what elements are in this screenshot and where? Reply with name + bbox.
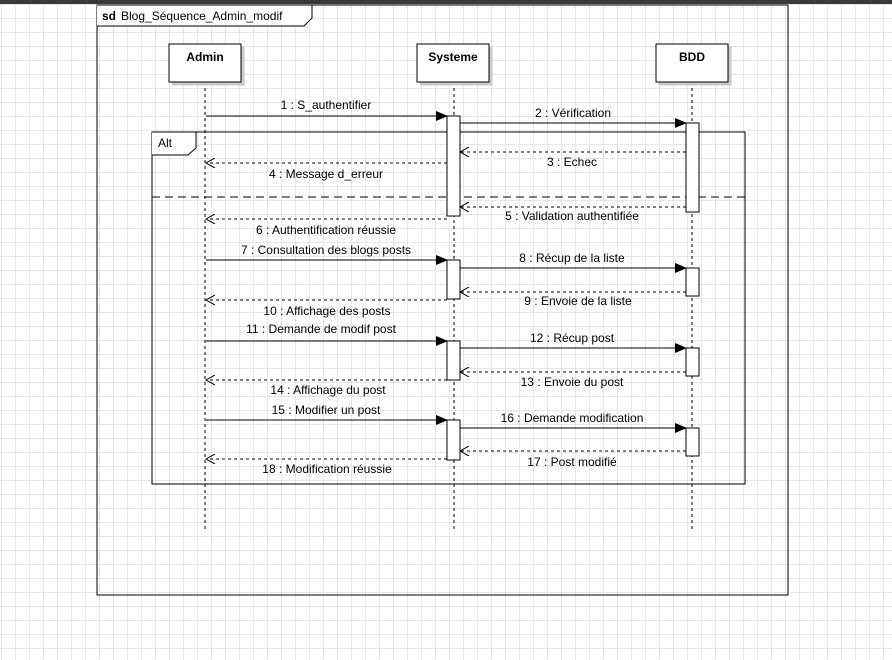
activation-systeme[interactable] [446, 419, 461, 461]
actor-admin-label: Admin [186, 50, 223, 64]
activation-systeme[interactable] [446, 115, 461, 217]
message-label: 9 : Envoie de la liste [524, 294, 632, 308]
alt-fragment-operator: Alt [158, 136, 173, 150]
actor-systeme[interactable]: Systeme [416, 43, 490, 83]
message-label: 14 : Affichage du post [270, 383, 386, 397]
message-label: 11 : Demande de modif post [246, 322, 397, 336]
activation-bdd[interactable] [685, 427, 700, 457]
actor-bdd[interactable]: BDD [655, 43, 729, 83]
message-label: 12 : Récup post [530, 331, 615, 345]
message-label: 15 : Modifier un post [272, 403, 381, 417]
message-label: 2 : Vérification [535, 106, 611, 120]
activation-bdd[interactable] [685, 347, 700, 377]
message-label: 13 : Envoie du post [521, 375, 624, 389]
activation-bdd[interactable] [685, 267, 700, 297]
message-label: 1 : S_authentifier [281, 98, 372, 112]
sd-frame[interactable] [96, 4, 789, 596]
message-label: 8 : Récup de la liste [519, 251, 625, 265]
activation-systeme[interactable] [446, 340, 461, 381]
message-label: 4 : Message d_erreur [269, 167, 383, 181]
message-label: 10 : Affichage des posts [263, 304, 390, 318]
message-label: 7 : Consultation des blogs posts [241, 243, 411, 257]
activation-systeme[interactable] [446, 259, 461, 300]
actor-systeme-label: Systeme [428, 50, 478, 64]
alt-fragment-tab [152, 131, 197, 156]
message-label: 5 : Validation authentifiée [505, 209, 639, 223]
activation-bdd[interactable] [685, 122, 700, 213]
message-label: 17 : Post modifié [527, 455, 617, 469]
message-label: 18 : Modification réussie [262, 462, 392, 476]
message-label: 3 : Echec [547, 155, 597, 169]
window-top-bar [0, 0, 892, 4]
message-label: 16 : Demande modification [501, 411, 644, 425]
message-label: 6 : Authentification réussie [256, 223, 396, 237]
actor-bdd-label: BDD [679, 50, 705, 64]
actor-admin[interactable]: Admin [168, 43, 242, 83]
sd-frame-tab [97, 4, 313, 27]
